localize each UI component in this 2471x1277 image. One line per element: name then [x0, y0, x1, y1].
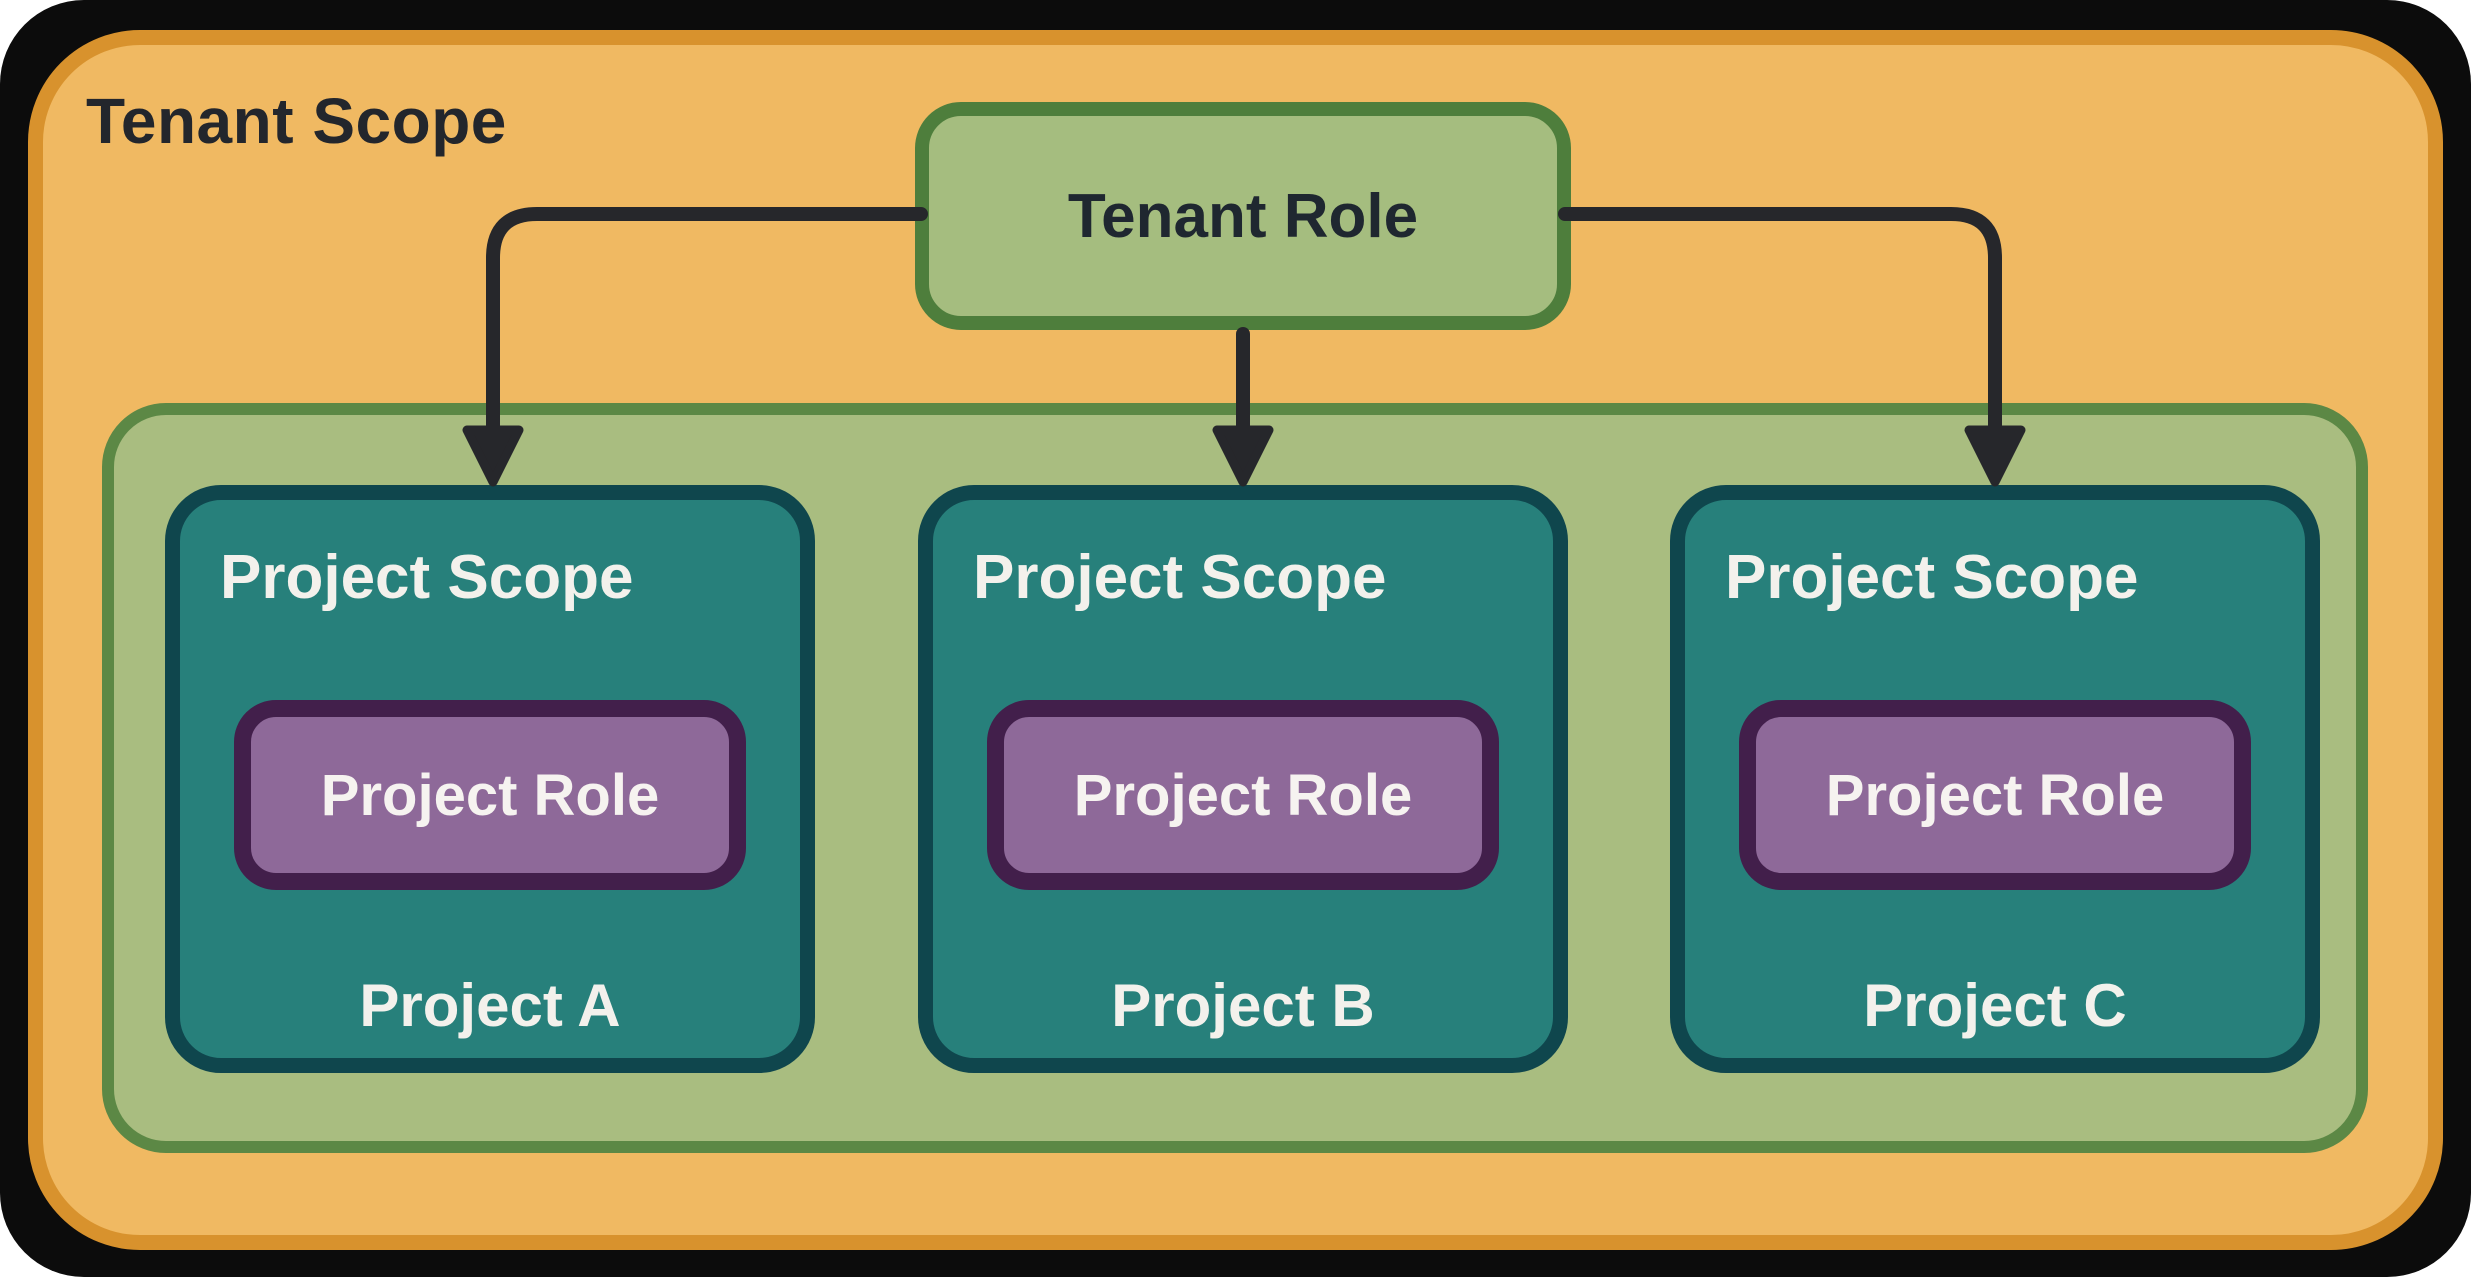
project-card-c: Project Scope Project Role Project C: [1670, 485, 2320, 1073]
project-b-role-box: Project Role: [987, 700, 1499, 890]
project-card-b: Project Scope Project Role Project B: [918, 485, 1568, 1073]
project-b-role-label: Project Role: [1073, 762, 1413, 828]
project-c-role-box: Project Role: [1739, 700, 2251, 890]
project-b-name: Project B: [1111, 972, 1375, 1039]
tenant-role-box: Tenant Role: [915, 102, 1571, 330]
project-c-role-label: Project Role: [1825, 762, 2165, 828]
tenant-role-label: Tenant Role: [1067, 181, 1419, 251]
project-a-role-box: Project Role: [234, 700, 746, 890]
project-a-role-label: Project Role: [320, 762, 660, 828]
project-b-scope-label: Project Scope: [973, 543, 1387, 612]
project-a-scope-label: Project Scope: [220, 543, 634, 612]
project-c-scope-label: Project Scope: [1725, 543, 2139, 612]
project-a-name: Project A: [359, 972, 621, 1039]
project-c-name: Project C: [1863, 972, 2127, 1039]
project-card-a: Project Scope Project Role Project A: [165, 485, 815, 1073]
tenant-scope-label: Tenant Scope: [86, 85, 507, 157]
